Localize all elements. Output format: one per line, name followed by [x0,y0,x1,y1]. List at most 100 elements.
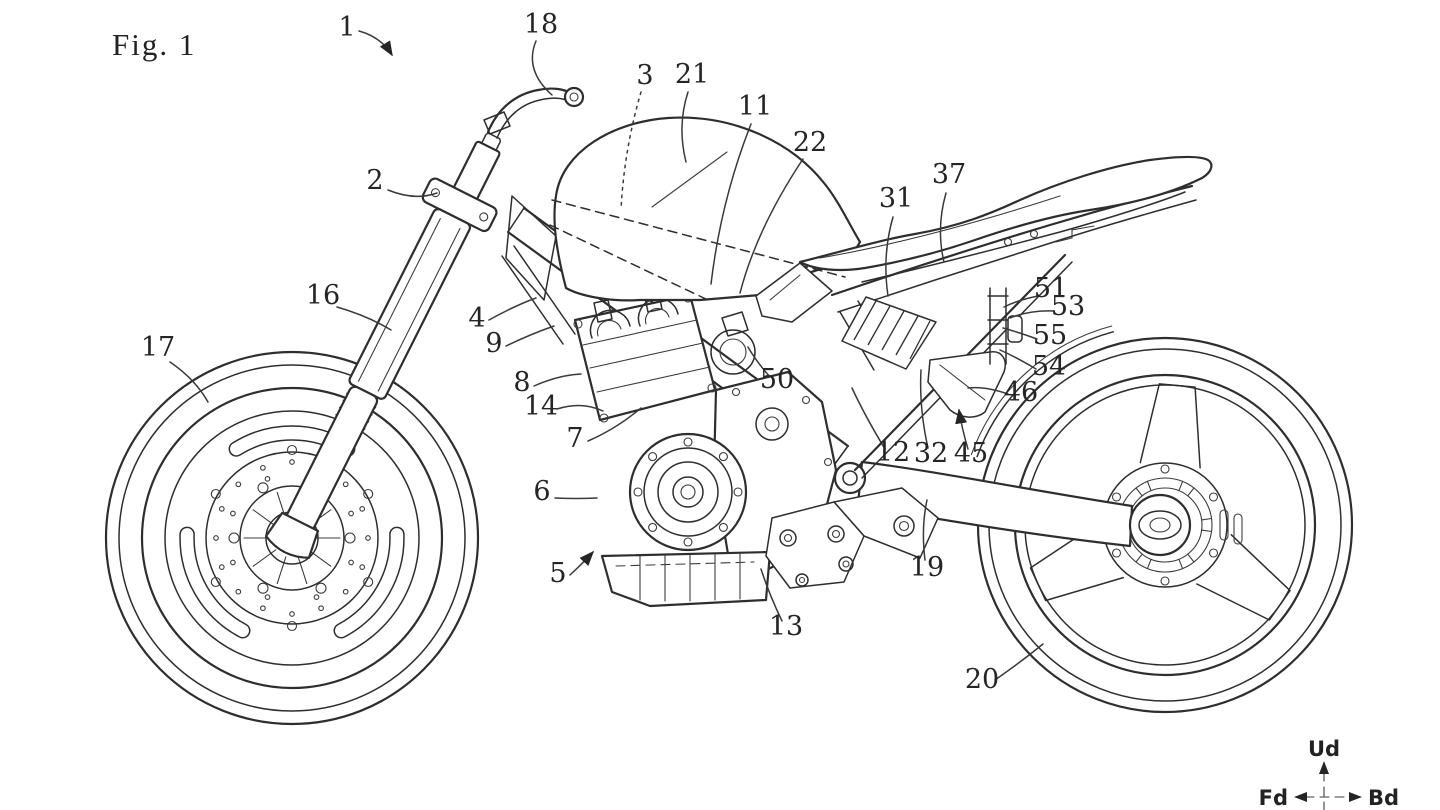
leader-line-12 [851,387,886,450]
ref-label-18: 18 [524,9,558,40]
ref-label-51: 51 [1034,273,1068,304]
ref-label-16: 16 [306,280,340,311]
ref-label-45: 45 [954,438,988,469]
leader-line-7 [587,407,642,442]
rear-caliper-slot [1233,513,1243,545]
mid-cover [755,262,833,323]
shock-hatching [853,300,931,360]
ref-label-14: 14 [524,391,558,422]
fork-slider [285,385,379,532]
ref-label-22: 22 [793,127,827,158]
leader-line-46 [967,386,1009,395]
tank-highlight-line [651,151,728,208]
disc-star-bolts [210,444,374,632]
ref-label-8: 8 [513,367,530,398]
rear-caliper-slot [1219,509,1229,541]
ref-label-17: 17 [141,332,175,363]
leader-line-20 [994,643,1044,681]
ref-label-4: 4 [468,303,485,334]
leader-line-14 [556,404,604,412]
leader-line-5 [569,550,595,576]
leader-line-9 [505,325,555,347]
rear-hub-bolt-holes [1111,464,1219,586]
leader-line-21 [681,91,689,163]
grip-end [563,86,585,108]
orientation-compass: Ud Fd Bd [1259,737,1399,810]
leader-line-31 [885,216,894,297]
cam-cover-arc [589,309,631,339]
ref-label-11: 11 [738,91,772,122]
leader-line-51 [1003,295,1039,308]
leader-line-32 [919,369,929,449]
leader-line-53 [1009,310,1055,319]
oil-pan [600,550,772,608]
fork-axle-clamp [264,511,320,559]
ref-label-12: 12 [876,437,910,468]
rear-axle [1138,510,1182,540]
leader-line-45 [955,408,969,450]
brake-disc [205,451,379,625]
compass-front-label: Fd [1259,786,1288,810]
rear-spoke [1029,522,1125,602]
leader-line-6 [554,497,598,500]
ref-label-37: 37 [932,159,966,190]
swingarm [833,460,1192,557]
crankcase [628,432,748,552]
front-wheel [104,350,480,726]
hidden-frame-line [551,199,846,278]
starter-boss [710,329,756,375]
ref-label-32: 32 [914,438,948,469]
compass-up-label: Ud [1308,737,1340,761]
ref-label-20: 20 [965,664,999,695]
leader-line-17 [169,361,209,403]
oil-pan-fins [639,552,741,602]
disc-drill-holes [213,459,371,617]
fuel-tank [549,116,862,302]
leader-line-8 [533,373,582,387]
ref-label-13: 13 [769,611,803,642]
steering-head-gusset [505,195,557,301]
ref-label-2: 2 [366,165,383,196]
leader-line-19 [922,499,928,561]
handlebar [483,86,585,139]
front-arrowhead [1294,792,1307,802]
ref-label-5: 5 [549,558,566,589]
leader-line-37 [939,192,947,263]
leader-line-2 [387,189,438,198]
up-arrowhead [1319,761,1329,774]
leader-line-4 [488,297,537,321]
ref-label-9: 9 [485,328,502,359]
leader-line-3 [620,91,642,211]
ref-label-7: 7 [566,423,583,454]
leader-line-22 [739,158,804,294]
fork-outer-tube [348,208,472,400]
ref-label-53: 53 [1051,291,1085,322]
ref-label-1: 1 [338,12,355,43]
leader-line-1 [358,30,393,57]
leader-line-11 [710,123,752,285]
ref-label-21: 21 [675,59,709,90]
rear-spoke [1196,534,1291,621]
leader-line-50 [747,346,771,378]
ref-label-6: 6 [533,476,550,507]
ref-label-54: 54 [1032,351,1066,382]
leader-line-54 [999,349,1037,370]
ref-label-55: 55 [1033,320,1067,351]
rear-spoke [1139,383,1201,469]
mount-plates [765,487,939,589]
compass-back-label: Bd [1368,786,1399,810]
rear-fender [970,325,1114,458]
leader-line-18 [531,40,553,96]
chain-guard [927,351,1006,418]
ref-label-19: 19 [910,552,944,583]
leader-line-16 [336,306,392,331]
ref-label-31: 31 [879,183,913,214]
ref-label-3: 3 [636,60,653,91]
front-fork [264,132,502,559]
leader-line-55 [1002,327,1038,340]
leader-line-13 [760,568,783,622]
crankcase-bolts [633,437,743,547]
